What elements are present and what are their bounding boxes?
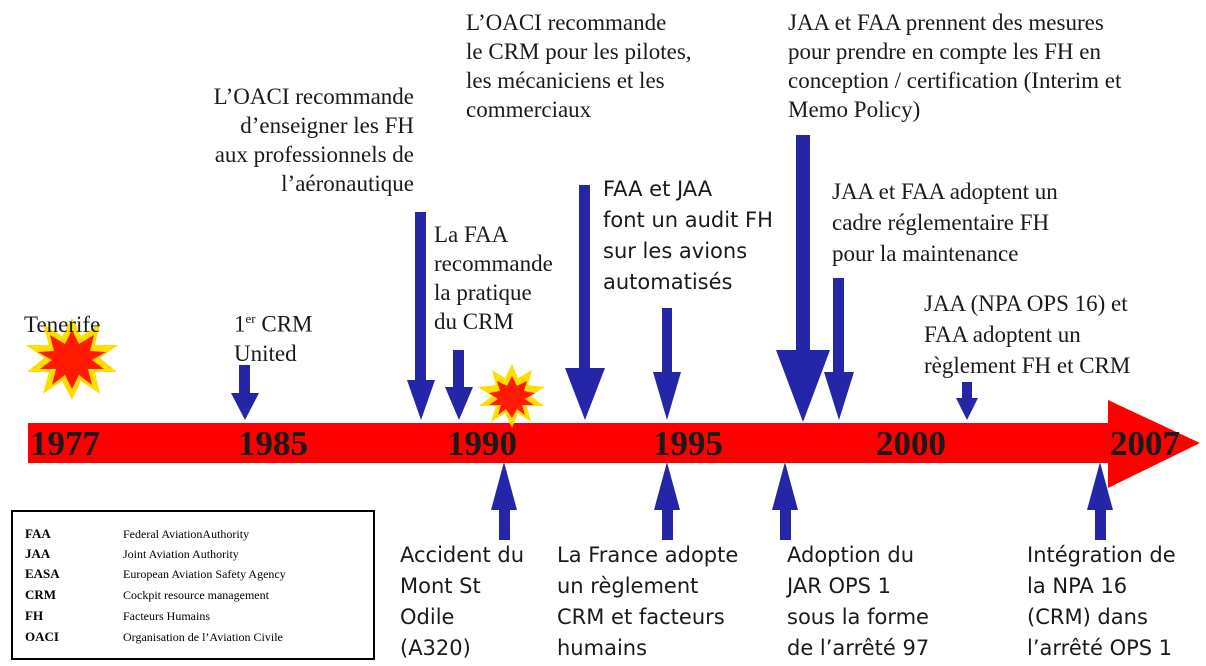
legend-full: Facteurs Humains	[123, 609, 210, 623]
event-france-crm: La France adopte un règlement CRM et fac…	[557, 543, 739, 660]
legend-abbr: EASA	[25, 566, 60, 581]
arrow-down-icon	[231, 365, 259, 420]
arrow-down-icon	[956, 382, 978, 420]
event-jaa-faa-mesures: JAA et FAA prennent des mesures pour pre…	[788, 10, 1122, 122]
mont-st-odile-explosion-core	[489, 376, 535, 418]
year-label: 2007	[1110, 424, 1180, 463]
legend-abbr: OACI	[25, 629, 59, 644]
legend-full: European Aviation Safety Agency	[123, 567, 286, 581]
abbreviation-legend: FAA Federal AviationAuthority JAA Joint Av…	[11, 510, 375, 660]
legend-row: CRM Cockpit resource management	[25, 587, 269, 603]
legend-row: EASA European Aviation Safety Agency	[25, 566, 286, 582]
event-jaa-faa-cadre: JAA et FAA adoptent un cadre réglementai…	[832, 179, 1058, 266]
event-jaa-npa: JAA (NPA OPS 16) et FAA adoptent un règl…	[924, 291, 1131, 378]
arrow-down-icon	[776, 135, 830, 422]
legend-abbr: CRM	[25, 587, 57, 602]
year-label: 1995	[653, 424, 723, 463]
year-label: 2000	[876, 424, 946, 463]
year-label: 1985	[238, 424, 308, 463]
legend-abbr: FH	[25, 608, 44, 623]
legend-full: Organisation de l’Aviation Civile	[123, 630, 283, 644]
legend-row: FH Facteurs Humains	[25, 608, 210, 624]
arrow-down-icon	[565, 185, 605, 420]
event-jar-ops: Adoption du JAR OPS 1 sous la forme de l…	[787, 543, 930, 660]
year-label: 1977	[30, 424, 100, 463]
event-mont-st-odile: Accident du Mont St Odile (A320)	[400, 543, 525, 660]
arrows-above	[231, 135, 978, 422]
legend-row: OACI Organisation de l’Aviation Civile	[25, 629, 283, 645]
arrow-up-icon	[654, 462, 680, 540]
legend-full: Joint Aviation Authority	[123, 547, 239, 561]
arrow-down-icon	[407, 212, 435, 420]
event-oaci-fh: L’OACI recommande d’enseigner les FH aux…	[213, 84, 414, 196]
legend-full: Cockpit resource management	[123, 588, 269, 602]
arrows-below	[491, 462, 1113, 540]
event-oaci-crm: L’OACI recommande le CRM pour les pilote…	[466, 10, 692, 122]
legend-row: FAA Federal AviationAuthority	[25, 526, 249, 542]
arrow-down-icon	[653, 308, 681, 420]
arrow-down-icon	[445, 350, 473, 420]
event-crm-united: 1er CRM United	[234, 311, 313, 366]
legend-abbr: FAA	[25, 526, 51, 541]
arrow-up-icon	[1087, 462, 1113, 540]
timeline-bar	[28, 400, 1200, 488]
arrow-up-icon	[772, 462, 798, 540]
event-tenerife: Tenerife	[24, 312, 101, 337]
event-npa16: Intégration de la NPA 16 (CRM) dans l’ar…	[1027, 543, 1176, 660]
legend-full: Federal AviationAuthority	[123, 527, 250, 541]
event-faa-jaa-audit: FAA et JAA font un audit FH sur les avio…	[603, 177, 773, 294]
arrow-down-icon	[824, 278, 854, 420]
event-faa-crm: La FAA recommande la pratique du CRM	[434, 222, 553, 334]
year-label: 1990	[447, 424, 517, 463]
tenerife-explosion-core	[38, 330, 106, 389]
legend-row: JAA Joint Aviation Authority	[25, 546, 239, 562]
legend-abbr: JAA	[25, 546, 51, 561]
arrow-up-icon	[491, 462, 517, 540]
